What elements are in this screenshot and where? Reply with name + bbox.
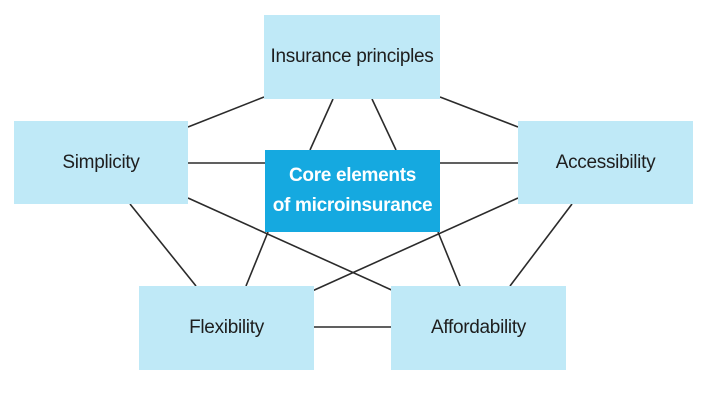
node-accessibility: Accessibility [518, 121, 693, 204]
node-affordability: Affordability [391, 286, 566, 370]
node-affordability-label: Affordability [430, 317, 527, 338]
connector-center-top-b [371, 98, 397, 151]
connector-left-bottomright [187, 197, 397, 293]
connector-top-right [439, 96, 519, 128]
connector-center-bottomright [437, 231, 461, 287]
node-flexibility-label: Flexibility [189, 317, 264, 338]
node-flexibility: Flexibility [139, 286, 314, 370]
connector-left-bottomleft [129, 203, 197, 287]
node-simplicity: Simplicity [14, 121, 188, 204]
connector-right-bottomleft [309, 197, 519, 293]
core-elements-line1: Core elements [288, 165, 417, 186]
node-insurance-principles: Insurance principles [264, 15, 440, 99]
connector-center-bottomleft [245, 231, 269, 287]
connector-center-top-a [309, 98, 334, 151]
connector-top-left [187, 96, 265, 128]
node-core-elements: Core elements of microinsurance [265, 150, 440, 232]
node-accessibility-label: Accessibility [555, 151, 656, 173]
node-simplicity-label: Simplicity [62, 151, 140, 173]
node-insurance-principles-label: Insurance principles [270, 46, 434, 67]
core-elements-line2: of microinsurance [272, 195, 433, 216]
connector-right-bottomright [509, 203, 573, 287]
